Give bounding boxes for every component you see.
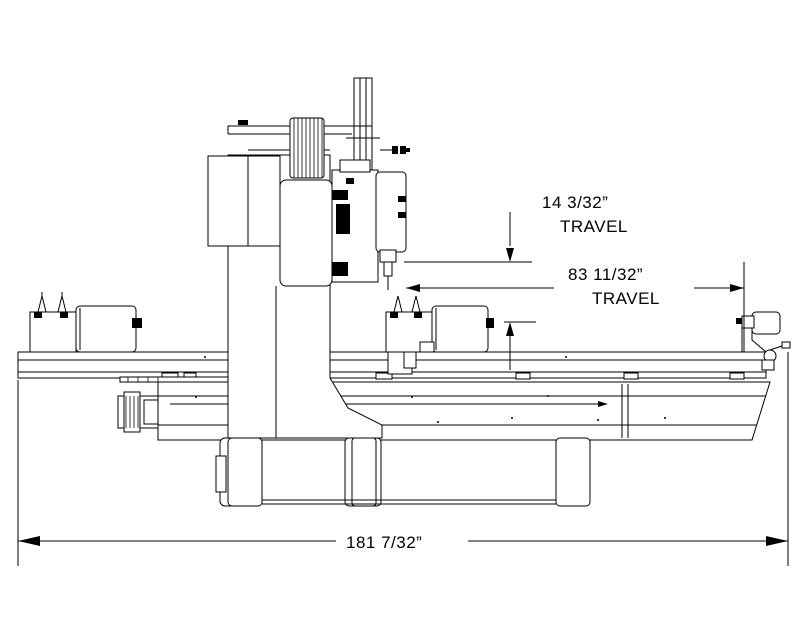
vise-jaw-icon [34,292,68,318]
overall-length-value: 181 7/32” [346,533,422,552]
left-fixture [29,292,142,353]
center-fixture [385,295,494,375]
horizontal-travel-value: 83 11/32” [568,265,643,284]
horizontal-travel-dimension [406,262,745,352]
spindle-head [227,77,410,290]
vertical-travel-dimension [404,212,536,370]
horizontal-travel-label: TRAVEL [592,289,660,308]
tailstock [736,311,791,371]
vertical-travel-value: 14 3/32” [542,193,608,212]
vertical-travel-label: TRAVEL [560,217,628,236]
cable-chain [119,376,231,383]
vise-jaw-icon [390,295,422,318]
overall-length-dimension [17,352,789,566]
rail-blocks [161,372,745,380]
handwheel-icon [761,341,791,371]
connectors-icon [392,146,410,154]
drive-motor [117,391,159,433]
